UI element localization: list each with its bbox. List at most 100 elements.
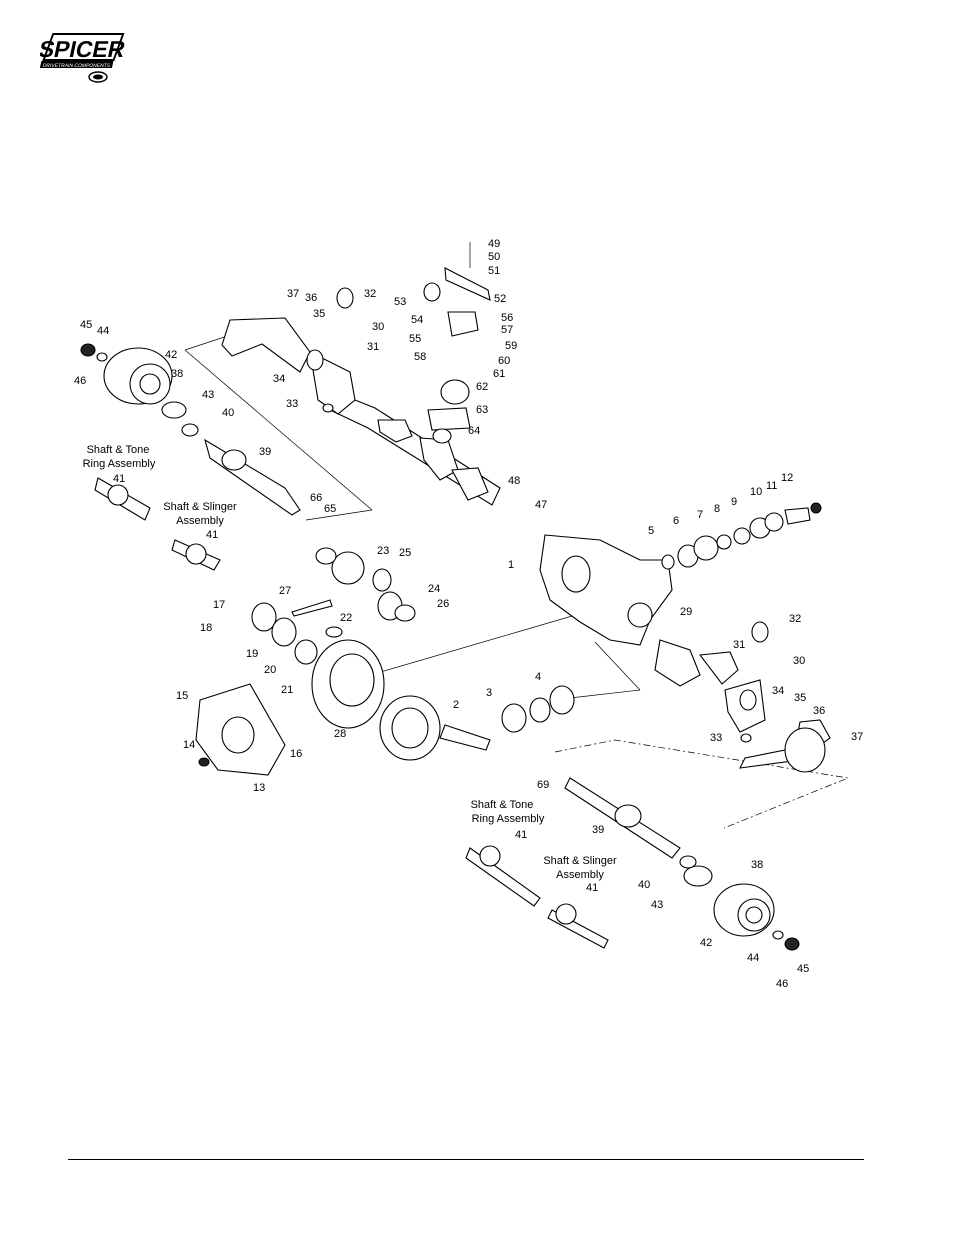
callout-39-right: 39: [592, 824, 604, 836]
caption-shaft-slinger-right-line2: Assembly: [556, 869, 604, 881]
callout-15: 15: [176, 690, 188, 702]
callout-47: 47: [535, 499, 547, 511]
callout-28: 28: [334, 728, 346, 740]
callout-13: 13: [253, 782, 265, 794]
pinion-stack: [661, 502, 822, 570]
callout-62: 62: [476, 381, 488, 393]
callout-4: 4: [535, 671, 541, 683]
callout-41-right-b: 41: [586, 882, 598, 894]
callout-9: 9: [731, 496, 737, 508]
callout-46-right: 46: [776, 978, 788, 990]
callout-31-top: 31: [367, 341, 379, 353]
callout-53: 53: [394, 296, 406, 308]
caption-shaft-slinger-left-line2: Assembly: [176, 515, 224, 527]
callout-34-top: 34: [273, 373, 285, 385]
callout-66: 66: [310, 492, 322, 504]
callout-41-right-a: 41: [515, 829, 527, 841]
caption-shaft-tone-right-line1: Shaft & Tone: [471, 799, 534, 811]
callout-37-right: 37: [851, 731, 863, 743]
callout-6: 6: [673, 515, 679, 527]
callout-61: 61: [493, 368, 505, 380]
callout-60: 60: [498, 355, 510, 367]
callout-51: 51: [488, 265, 500, 277]
logo-wordmark: SPICER: [40, 36, 126, 62]
callout-25: 25: [399, 547, 411, 559]
callout-48: 48: [508, 475, 520, 487]
differential-cover: [195, 683, 286, 776]
callout-3: 3: [486, 687, 492, 699]
callout-27: 27: [279, 585, 291, 597]
callout-30-top: 30: [372, 321, 384, 333]
callout-45-right: 45: [797, 963, 809, 975]
callout-12: 12: [781, 472, 793, 484]
callout-32-top: 32: [364, 288, 376, 300]
hub-bearing-right: [679, 855, 800, 951]
footer-divider: [68, 1159, 864, 1160]
callout-24: 24: [428, 583, 440, 595]
callout-42-right: 42: [700, 937, 712, 949]
callout-11: 11: [766, 480, 777, 492]
callout-17: 17: [213, 599, 225, 611]
assembly-captions: Shaft & Tone Ring Assembly Shaft & Sling…: [83, 444, 617, 881]
callout-41-left-a: 41: [113, 473, 125, 485]
callout-32-right: 32: [789, 613, 801, 625]
caption-shaft-tone-left-line1: Shaft & Tone: [87, 444, 150, 456]
callout-2: 2: [453, 699, 459, 711]
callout-33-top: 33: [286, 398, 298, 410]
callout-57: 57: [501, 324, 513, 336]
hub-bearing-left: [80, 343, 199, 437]
axle-tube-assembly: [221, 317, 501, 506]
callout-34-right: 34: [772, 685, 784, 697]
caption-shaft-tone-left-line2: Ring Assembly: [83, 458, 156, 470]
callout-5: 5: [648, 525, 654, 537]
axle-shafts: [94, 438, 681, 949]
callout-35-right: 35: [794, 692, 806, 704]
callout-10: 10: [750, 486, 762, 498]
caption-shaft-slinger-left-line1: Shaft & Slinger: [163, 501, 237, 513]
callout-40-right: 40: [638, 879, 650, 891]
callout-19: 19: [246, 648, 258, 660]
callout-64: 64: [468, 425, 480, 437]
shift-components: [306, 242, 769, 743]
differential-housing: [539, 534, 739, 687]
callout-31-right: 31: [733, 639, 745, 651]
spicer-logo: SPICER DRIVETRAIN COMPONENTS: [40, 33, 126, 83]
callout-46-left: 46: [74, 375, 86, 387]
callout-36-top: 36: [305, 292, 317, 304]
callout-42-left: 42: [165, 349, 177, 361]
caption-shaft-slinger-right-line1: Shaft & Slinger: [543, 855, 617, 867]
callout-37-top: 37: [287, 288, 299, 300]
callout-labels: 49 50 51 52 53 54 55 56 57 58 59 60 61 6…: [74, 238, 863, 990]
callout-30-right: 30: [793, 655, 805, 667]
callout-45-left: 45: [80, 319, 92, 331]
callout-39-left: 39: [259, 446, 271, 458]
callout-16: 16: [290, 748, 302, 760]
callout-33-right: 33: [710, 732, 722, 744]
callout-14: 14: [183, 739, 195, 751]
caption-shaft-tone-right-line2: Ring Assembly: [472, 813, 545, 825]
callout-7: 7: [697, 509, 703, 521]
callout-38-right: 38: [751, 859, 763, 871]
callout-63: 63: [476, 404, 488, 416]
callout-59: 59: [505, 340, 517, 352]
callout-40-left: 40: [222, 407, 234, 419]
callout-55: 55: [409, 333, 421, 345]
callout-50: 50: [488, 251, 500, 263]
callout-20: 20: [264, 664, 276, 676]
callout-8: 8: [714, 503, 720, 515]
differential-gears: [251, 547, 575, 761]
callout-65: 65: [324, 503, 336, 515]
callout-18: 18: [200, 622, 212, 634]
callout-56: 56: [501, 312, 513, 324]
callout-44-right: 44: [747, 952, 759, 964]
callout-21: 21: [281, 684, 293, 696]
callout-43-left: 43: [202, 389, 214, 401]
callout-26: 26: [437, 598, 449, 610]
callout-52: 52: [494, 293, 506, 305]
callout-35-top: 35: [313, 308, 325, 320]
callout-43-right: 43: [651, 899, 663, 911]
callout-69: 69: [537, 779, 549, 791]
logo-tagline: DRIVETRAIN COMPONENTS: [42, 63, 111, 69]
